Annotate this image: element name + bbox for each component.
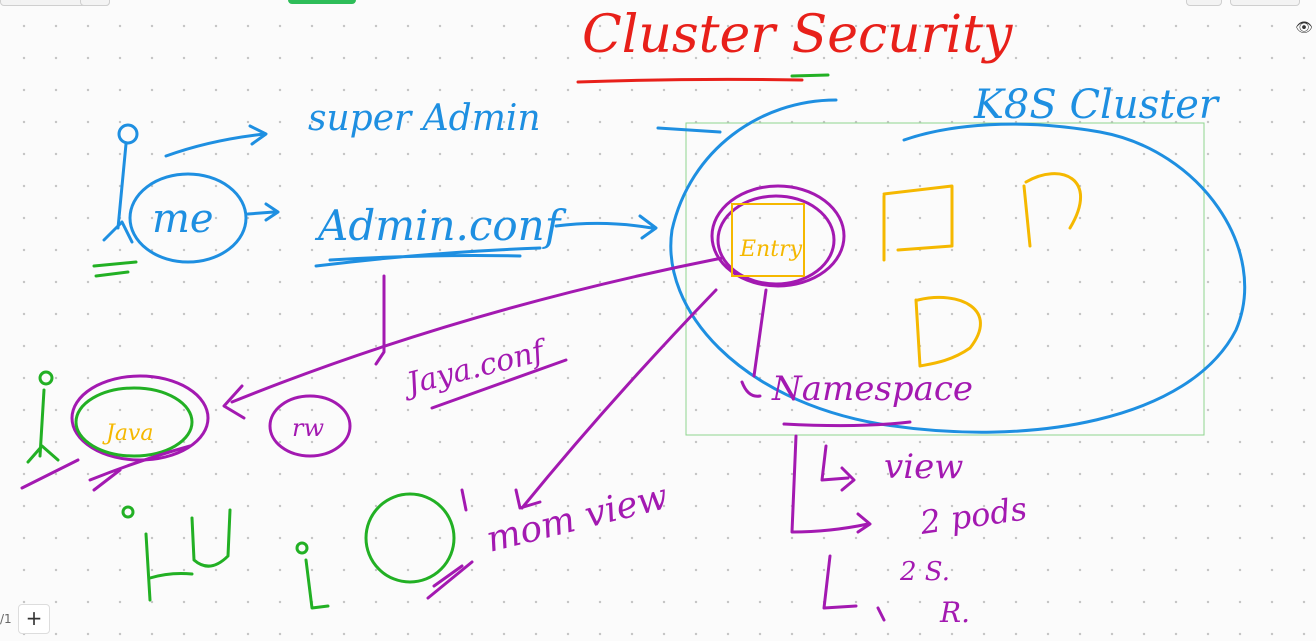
namespace-label: Namespace <box>771 369 973 409</box>
admin-user-body-icon <box>102 142 134 244</box>
top-toolbar <box>0 0 1316 6</box>
java-circle-green <box>74 386 194 458</box>
title-underline-green <box>790 73 830 78</box>
me-label: me <box>152 196 214 242</box>
entry-circle-inner <box>716 194 836 286</box>
namespace-underline <box>782 420 912 428</box>
java-user-head-icon <box>38 370 54 386</box>
admin-user-head-icon <box>117 123 139 145</box>
view-branch <box>820 444 856 492</box>
plus-icon[interactable]: + <box>18 604 50 634</box>
cluster-stroke <box>656 126 722 134</box>
pod-shape <box>1022 172 1083 248</box>
eye-icon[interactable]: 👁 <box>1295 20 1313 36</box>
user-head-icon <box>295 541 309 555</box>
cluster-label: K8S Cluster <box>973 82 1221 128</box>
user-circle <box>364 492 456 584</box>
admin-conf-label: Admin.conf <box>314 201 567 250</box>
user-body-icon <box>144 532 194 602</box>
entry-to-namespace-line <box>740 288 768 398</box>
java-user-body-icon <box>26 388 60 464</box>
page-indicator: /1 <box>0 612 12 626</box>
entry-box <box>731 203 805 277</box>
user-head-icon <box>121 505 135 519</box>
conf-branch-line <box>374 274 386 366</box>
admin-conf-underline <box>314 246 542 268</box>
title-underline <box>576 77 804 84</box>
user-box <box>190 508 232 568</box>
sub-branch <box>822 554 886 622</box>
user-body-icon <box>304 558 330 610</box>
toolbar-primary-button[interactable] <box>288 0 356 4</box>
two-s-label: 2 S. <box>899 557 950 587</box>
arrow-to-super-admin <box>164 124 268 158</box>
r-label: R. <box>939 596 970 629</box>
cluster-ellipse <box>669 98 1247 434</box>
toolbar-tab[interactable] <box>1186 0 1222 6</box>
arrow-entry-to-java <box>222 256 724 420</box>
java-user-label: Java <box>102 421 153 446</box>
super-admin-label: super Admin <box>308 98 541 139</box>
toolbar-tab[interactable] <box>1230 0 1300 6</box>
pods-label: 2 pods <box>917 489 1029 542</box>
toolbar-tab[interactable] <box>80 0 110 6</box>
diagram-title: Cluster Security <box>582 5 1013 65</box>
java-conf-underline <box>430 358 568 410</box>
pod-shape <box>882 184 954 262</box>
entry-circle <box>710 184 846 288</box>
java-strikes <box>20 444 192 492</box>
arrow-entry-to-mom <box>514 288 718 510</box>
arrow-me-to-conf <box>246 202 280 222</box>
rw-circle <box>268 394 352 458</box>
view-label: view <box>884 447 963 487</box>
user-strokes <box>426 488 474 600</box>
mom-view-label: mom view <box>482 476 672 561</box>
entry-label: Entry <box>739 237 803 262</box>
pod-shape <box>914 295 982 368</box>
cluster-frame[interactable] <box>685 122 1205 436</box>
arrow-conf-to-cluster <box>554 214 658 240</box>
rw-label: rw <box>292 414 324 442</box>
me-circle <box>128 172 248 264</box>
me-underline <box>92 260 138 278</box>
namespace-branch <box>790 434 872 534</box>
